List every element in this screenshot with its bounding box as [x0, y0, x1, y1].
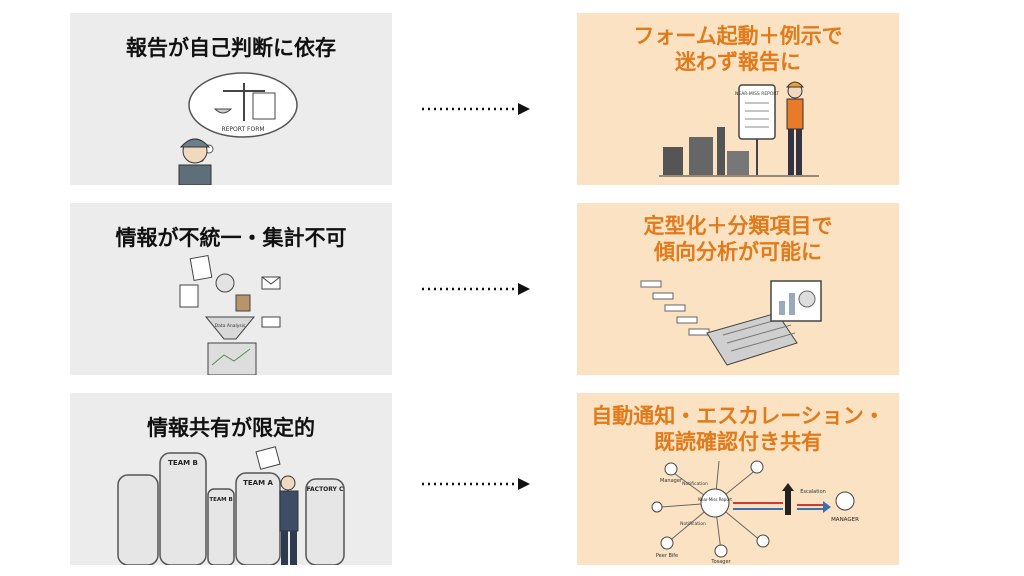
unstructured-data-illustration: Data Analysis [179, 255, 281, 375]
notification-label-1: Notification [682, 481, 708, 487]
solution-title-2-line1: 定型化＋分類項目で [643, 214, 833, 238]
self-judgment-illustration: REPORT FORM [178, 72, 298, 185]
solution-card-1: フォーム起動＋例示で 迷わず報告に NEAR-MISS REPORT [577, 13, 899, 185]
person-1-label: Manager [660, 478, 683, 484]
team-b-label: TEAM B [168, 459, 198, 467]
center-report-label: Near-Miss Report [698, 497, 732, 502]
solution-title-2-line2: 傾向分析が可能に [654, 240, 822, 264]
arrow-2 [422, 283, 530, 295]
solution-title-1: フォーム起動＋例示で 迷わず報告に [577, 23, 899, 75]
solution-title-1-line1: フォーム起動＋例示で [633, 24, 843, 48]
solution-card-3: 自動通知・エスカレーション・ 既読確認付き共有 Near-Miss Report… [577, 393, 899, 565]
solution-title-3-line2: 既読確認付き共有 [654, 430, 822, 454]
tablet-label: NEAR-MISS REPORT [735, 91, 779, 97]
arrow-3 [422, 478, 530, 490]
problem-card-2: 情報が不統一・集計不可 Data Analysis [70, 203, 392, 375]
problem-title-1: 報告が自己判断に依存 [126, 36, 336, 60]
team-a-label: TEAM A [243, 479, 273, 487]
solution-title-3: 自動通知・エスカレーション・ 既読確認付き共有 [577, 403, 899, 455]
person-2-label: Peer Bife [656, 553, 678, 559]
notification-flow-illustration: Near-Miss Report Manager Peer Bife Tosag… [651, 460, 859, 565]
solution-title-2: 定型化＋分類項目で 傾向分析が可能に [577, 213, 899, 265]
arrow-1 [422, 103, 530, 115]
problem-card-3: 情報共有が限定的 TEAM B TEAM B TEAM A FACTORY C [70, 393, 392, 565]
problem-title-3: 情報共有が限定的 [147, 416, 315, 440]
report-form-label: REPORT FORM [221, 126, 264, 133]
solution-title-3-line1: 自動通知・エスカレーション・ [591, 404, 885, 428]
solution-title-1-line2: 迷わず報告に [675, 50, 801, 74]
classification-illustration [640, 280, 822, 366]
person-3-label: Tosager [710, 559, 731, 565]
problem-title-2: 情報が不統一・集計不可 [115, 226, 347, 250]
funnel-label: Data Analysis [215, 323, 246, 329]
problem-card-1: 報告が自己判断に依存 REPORT FORM [70, 13, 392, 185]
manager-label: MANAGER [831, 517, 859, 523]
solution-card-2: 定型化＋分類項目で 傾向分析が可能に [577, 203, 899, 375]
notification-label-2: Notification [680, 521, 706, 527]
silo-illustration: TEAM B TEAM B TEAM A FACTORY C [117, 446, 345, 565]
team-b-small-label: TEAM B [209, 497, 232, 503]
escalation-label: Escalation [800, 489, 826, 495]
form-launch-illustration: NEAR-MISS REPORT [659, 81, 819, 177]
factory-c-label: FACTORY C [307, 486, 344, 493]
